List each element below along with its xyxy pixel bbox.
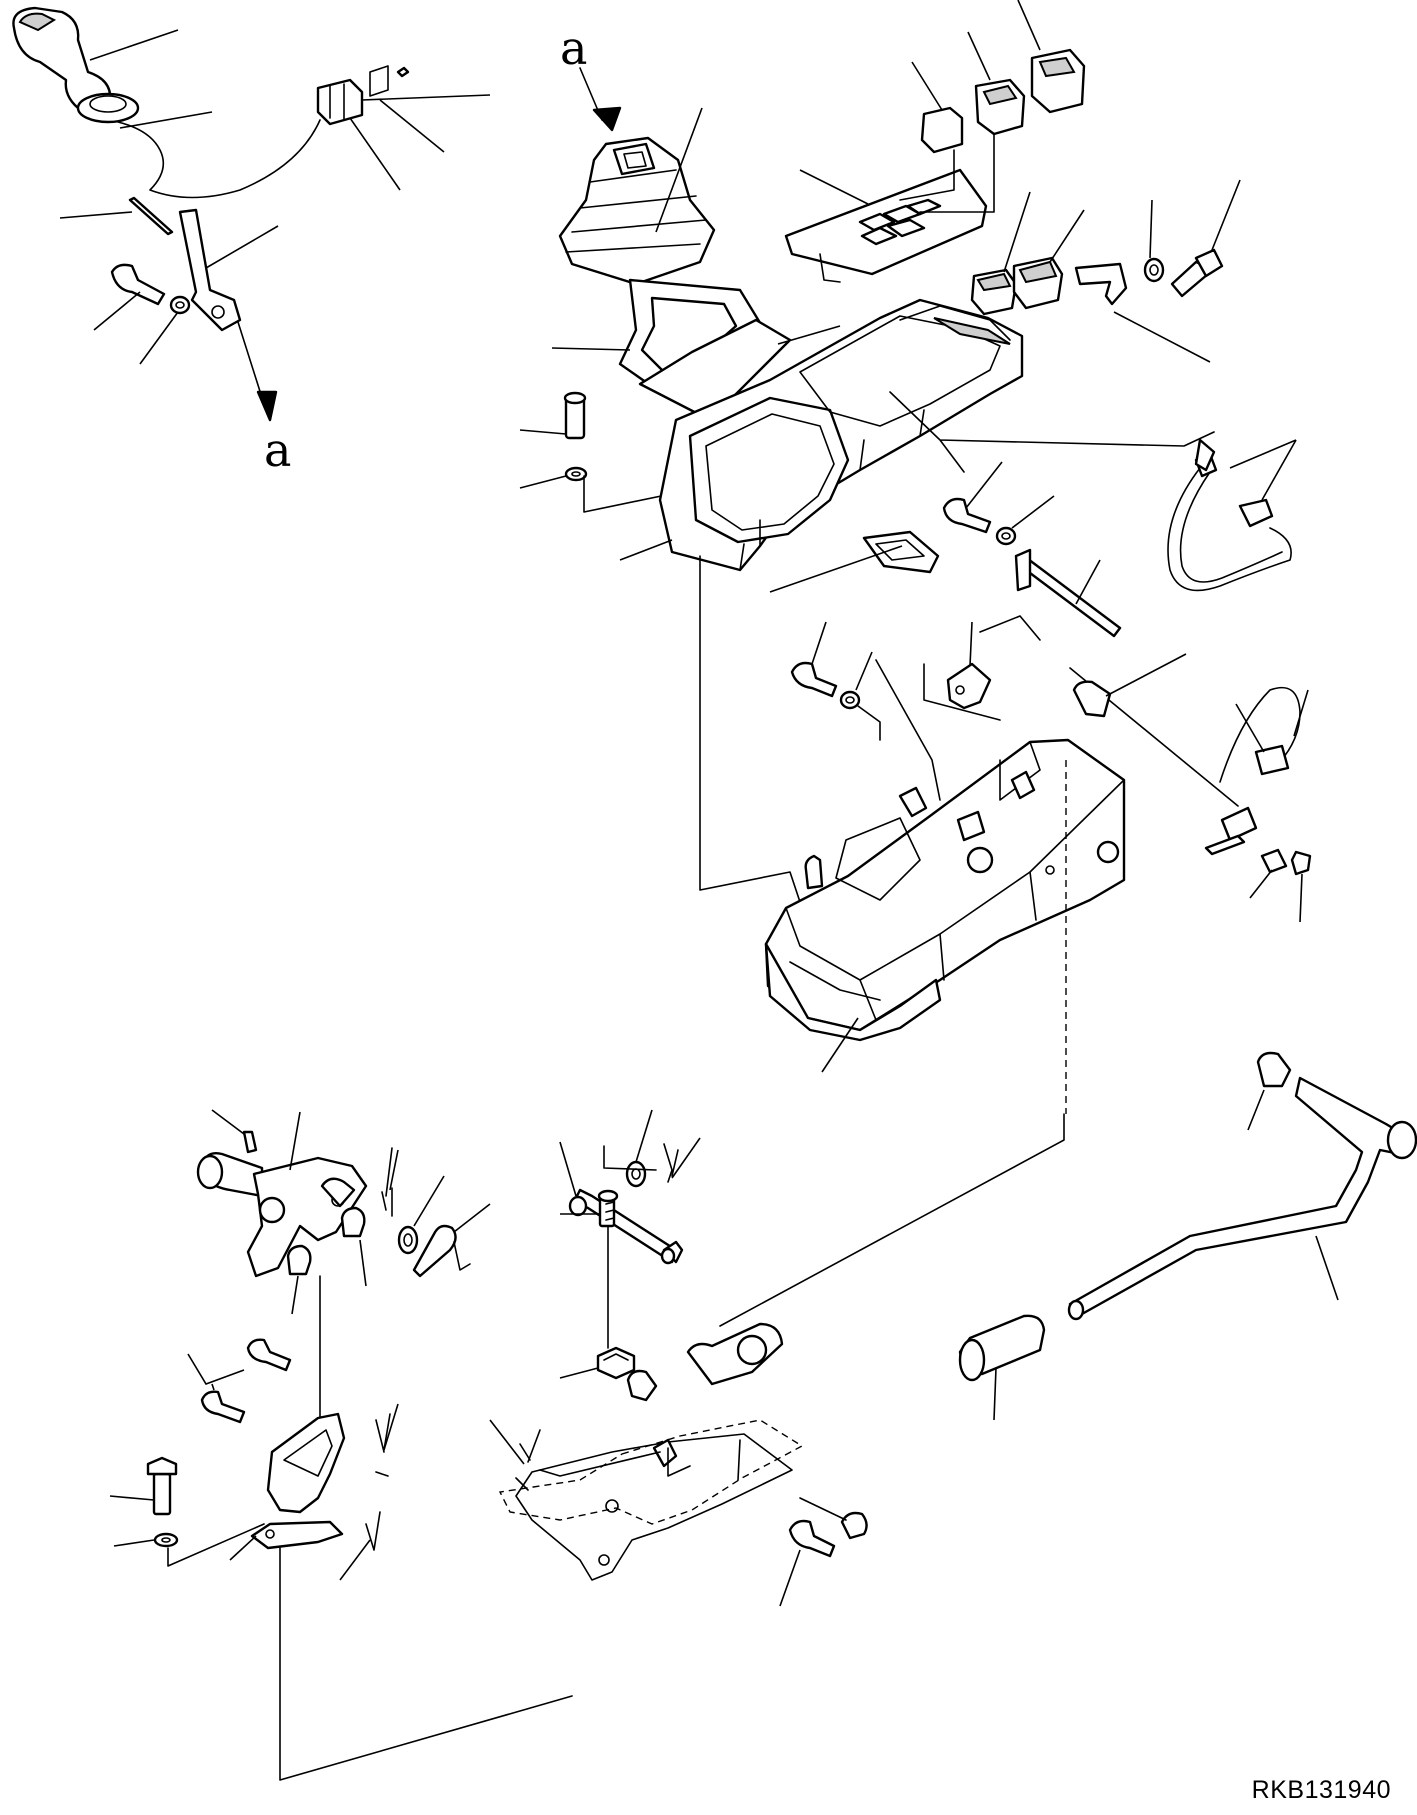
switch-set-side bbox=[970, 191, 1085, 316]
handle-lever bbox=[1067, 1051, 1417, 1321]
console-bolt-washer bbox=[769, 391, 1215, 593]
joystick-leaders bbox=[89, 29, 491, 191]
view-reference-label-top: a bbox=[560, 21, 587, 75]
collar-right bbox=[1072, 653, 1187, 718]
switch-harness-lower bbox=[1204, 686, 1312, 923]
bracket-bolt-washer-right bbox=[1074, 179, 1241, 363]
lower-bracket-bolts bbox=[109, 1338, 573, 1781]
drawing-code: RKB131940 bbox=[1251, 1776, 1391, 1804]
switch-panel-cover bbox=[784, 168, 988, 283]
lever-boot bbox=[558, 67, 716, 286]
base-plate bbox=[489, 1113, 1065, 1607]
switch-set-top bbox=[899, 0, 1086, 213]
joystick-mount-parts bbox=[59, 196, 279, 422]
wire-harness-right bbox=[1167, 438, 1297, 592]
lower-console-housing bbox=[764, 738, 1126, 1114]
frame-bolt-washer bbox=[519, 391, 721, 513]
detent-bracket-assembly bbox=[196, 1109, 491, 1443]
handle-grip bbox=[958, 1314, 1046, 1421]
view-reference-label-left: a bbox=[264, 423, 291, 477]
gas-spring bbox=[559, 1109, 701, 1265]
joystick-lever-assembly bbox=[12, 6, 410, 199]
long-pin bbox=[1014, 548, 1122, 638]
housing-bolt-washer bbox=[790, 621, 881, 741]
upper-console-housing bbox=[619, 298, 1024, 572]
assembly-connection-lines bbox=[699, 555, 1239, 903]
stopper-plate bbox=[946, 621, 992, 710]
